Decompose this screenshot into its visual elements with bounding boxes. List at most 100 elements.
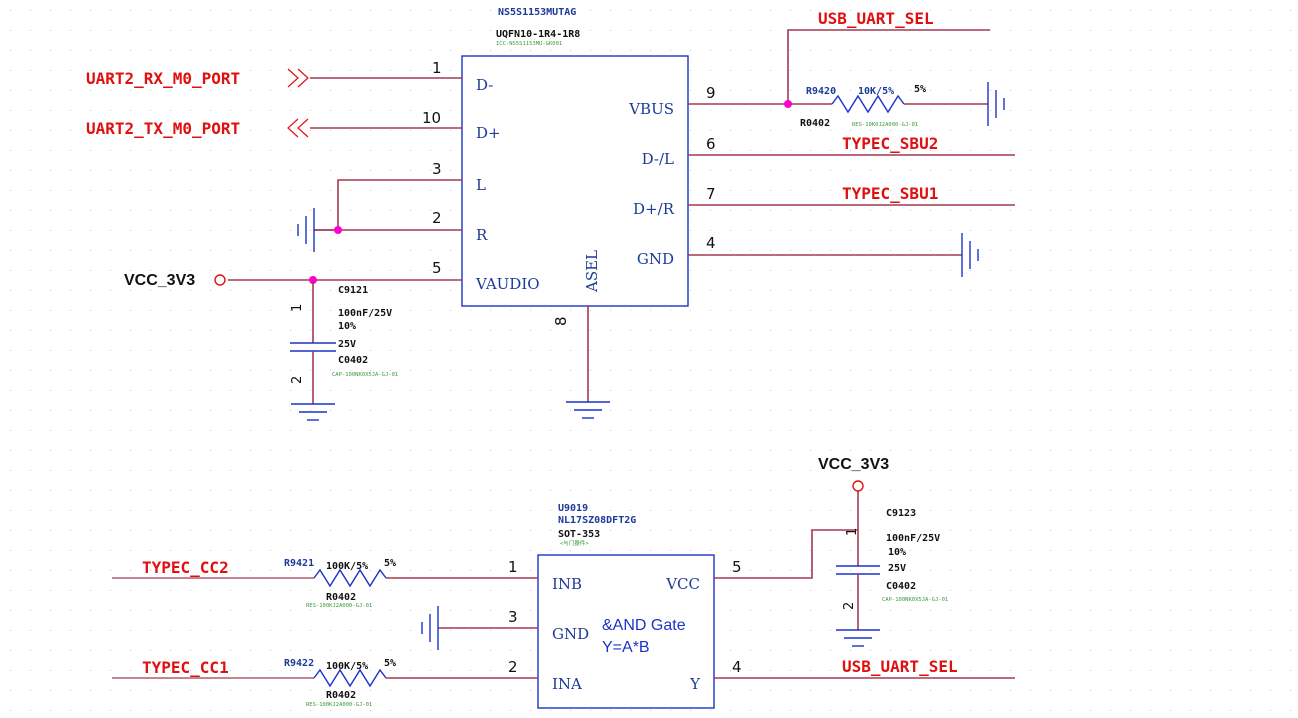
u9019-pin1-num: 1 — [508, 558, 518, 576]
c9121-code: CAP-100NK0X5JA-GJ-01 — [332, 372, 398, 378]
c9121-volt: 25V — [338, 339, 356, 350]
u-top-code-label: ICC-NS5S1153MU-GK001 — [496, 41, 562, 47]
c9123-volt: 25V — [888, 563, 906, 574]
u-top-pin7-name: D+/R — [633, 200, 675, 218]
ground-symbol-r9420 — [987, 82, 1005, 126]
u9019-pin3-name: GND — [552, 625, 589, 643]
u9019-pin4-num: 4 — [732, 658, 742, 676]
u9019-code: <与门器件> — [560, 539, 589, 547]
r9422-body[interactable] — [313, 668, 387, 688]
u9019-pin4-name: Y — [689, 675, 701, 693]
u9019-pin2-name: INA — [552, 675, 582, 693]
r9422-ref: R9422 — [284, 658, 314, 669]
vcc-right-port-circle — [852, 480, 864, 492]
net-uart2-rx: UART2_RX_M0_PORT — [86, 69, 240, 88]
u9019-package: SOT-353 — [558, 529, 600, 540]
r9422-tol: 5% — [384, 658, 396, 669]
junction-dot-gnd-left — [334, 226, 342, 234]
u-top-pin3-name: L — [476, 176, 486, 194]
r9420-tol: 5% — [914, 84, 926, 95]
r9421-code: RES-100KJ2A000-GJ-01 — [306, 603, 372, 609]
u9019-part: NL17SZ08DFT2G — [558, 515, 636, 526]
u9019-pin3-num: 3 — [508, 608, 518, 626]
net-vcc-right: VCC_3V3 — [818, 456, 889, 473]
c9123-pin2: 2 — [842, 602, 857, 610]
u-top-pin6-num: 6 — [706, 135, 716, 153]
junction-dot-vbus — [784, 100, 792, 108]
net-typec-cc1: TYPEC_CC1 — [142, 658, 229, 677]
net-vcc-left: VCC_3V3 — [124, 272, 195, 289]
u9019-pin5-wire[interactable] — [714, 529, 858, 579]
c9123-code: CAP-100NK0X5JA-GJ-01 — [882, 597, 948, 603]
net-usb-uart-sel-top: USB_UART_SEL — [818, 9, 934, 28]
u-top-pin10-num: 10 — [422, 109, 441, 127]
u-top-pin5-name: VAUDIO — [475, 275, 540, 293]
ground-symbol-u9019 — [421, 606, 439, 650]
u9019-pin1-name: INB — [552, 575, 582, 593]
u-top-package-label: UQFN10-1R4-1R8 — [496, 29, 580, 40]
ground-symbol-c9123 — [836, 629, 880, 647]
r9421-value: 100K/5% — [326, 561, 368, 572]
u-top-part-label: NS5S1153MUTAG — [498, 7, 576, 18]
vcc-left-port-circle — [214, 274, 226, 286]
u-top-pin3-num: 3 — [432, 160, 442, 178]
r9421-ref: R9421 — [284, 558, 314, 569]
u-top-pin2-num: 2 — [432, 209, 442, 227]
r9421-body[interactable] — [313, 568, 387, 588]
c9123-pkg: C0402 — [886, 581, 916, 592]
uart2-tx-port-arrow — [287, 118, 309, 138]
c9123-ref: C9123 — [886, 508, 916, 519]
u-top-pin9-num: 9 — [706, 84, 716, 102]
ground-symbol-gnd-right — [961, 233, 979, 277]
r9422-code: RES-100KJ2A000-GJ-01 — [306, 702, 372, 708]
u-top-pin10-name: D+ — [476, 124, 501, 142]
c9121-pin1: 1 — [290, 304, 305, 312]
u-top-body[interactable] — [461, 55, 689, 307]
r9422-pkg: R0402 — [326, 690, 356, 701]
u-top-pin1-num: 1 — [432, 59, 442, 77]
u-top-pin3-wire[interactable] — [337, 179, 462, 230]
ground-symbol-left — [297, 208, 315, 252]
u-top-pin6-name: D-/L — [642, 150, 674, 168]
u9019-pin5-num: 5 — [732, 558, 742, 576]
u-top-pin4-name: GND — [637, 250, 674, 268]
r9421-tol: 5% — [384, 558, 396, 569]
u-top-pin2-name: R — [476, 226, 488, 244]
net-typec-sbu2: TYPEC_SBU2 — [842, 134, 938, 153]
u-top-pin9-name: VBUS — [628, 100, 674, 118]
u9019-pin2-num: 2 — [508, 658, 518, 676]
u9019-gate-label-1: &AND Gate — [602, 617, 686, 634]
c9121-tol: 10% — [338, 321, 356, 332]
c9121-value: 100nF/25V — [338, 308, 392, 319]
c9123-tol: 10% — [888, 547, 906, 558]
ground-symbol-asel — [566, 401, 610, 419]
c9123-value: 100nF/25V — [886, 533, 940, 544]
r9420-value: 10K/5% — [858, 86, 894, 97]
r9421-pkg: R0402 — [326, 592, 356, 603]
net-usb-uart-sel-bottom: USB_UART_SEL — [842, 657, 958, 676]
r9422-value: 100K/5% — [326, 661, 368, 672]
u-top-pin7-num: 7 — [706, 185, 716, 203]
r9420-pkg: R0402 — [800, 118, 830, 129]
net-typec-sbu1: TYPEC_SBU1 — [842, 184, 938, 203]
u-top-pin1-name: D- — [476, 76, 493, 94]
u9019-ref: U9019 — [558, 503, 588, 514]
c9121-pin2: 2 — [290, 376, 305, 384]
u9019-gate-label-2: Y=A*B — [602, 639, 650, 656]
r9420-code: RES-10K0J2A000-GJ-01 — [852, 122, 918, 128]
u-top-pin8-name: ASEL — [583, 250, 601, 293]
net-typec-cc2: TYPEC_CC2 — [142, 558, 229, 577]
c9121-ref: C9121 — [338, 285, 368, 296]
ground-symbol-c9121 — [291, 403, 335, 421]
u9019-body[interactable] — [537, 554, 715, 709]
uart2-rx-port-arrow — [287, 68, 309, 88]
usb-uart-sel-top-wire[interactable] — [787, 29, 990, 104]
c9123-pin1: 1 — [845, 528, 860, 536]
u9019-pin5-name: VCC — [665, 575, 700, 593]
u-top-pin5-num: 5 — [432, 259, 442, 277]
c9121-pkg: C0402 — [338, 355, 368, 366]
u-top-pin8-num: 8 — [552, 316, 570, 326]
r9420-ref: R9420 — [806, 86, 836, 97]
r9420-body[interactable] — [831, 94, 905, 114]
net-uart2-tx: UART2_TX_M0_PORT — [86, 119, 240, 138]
